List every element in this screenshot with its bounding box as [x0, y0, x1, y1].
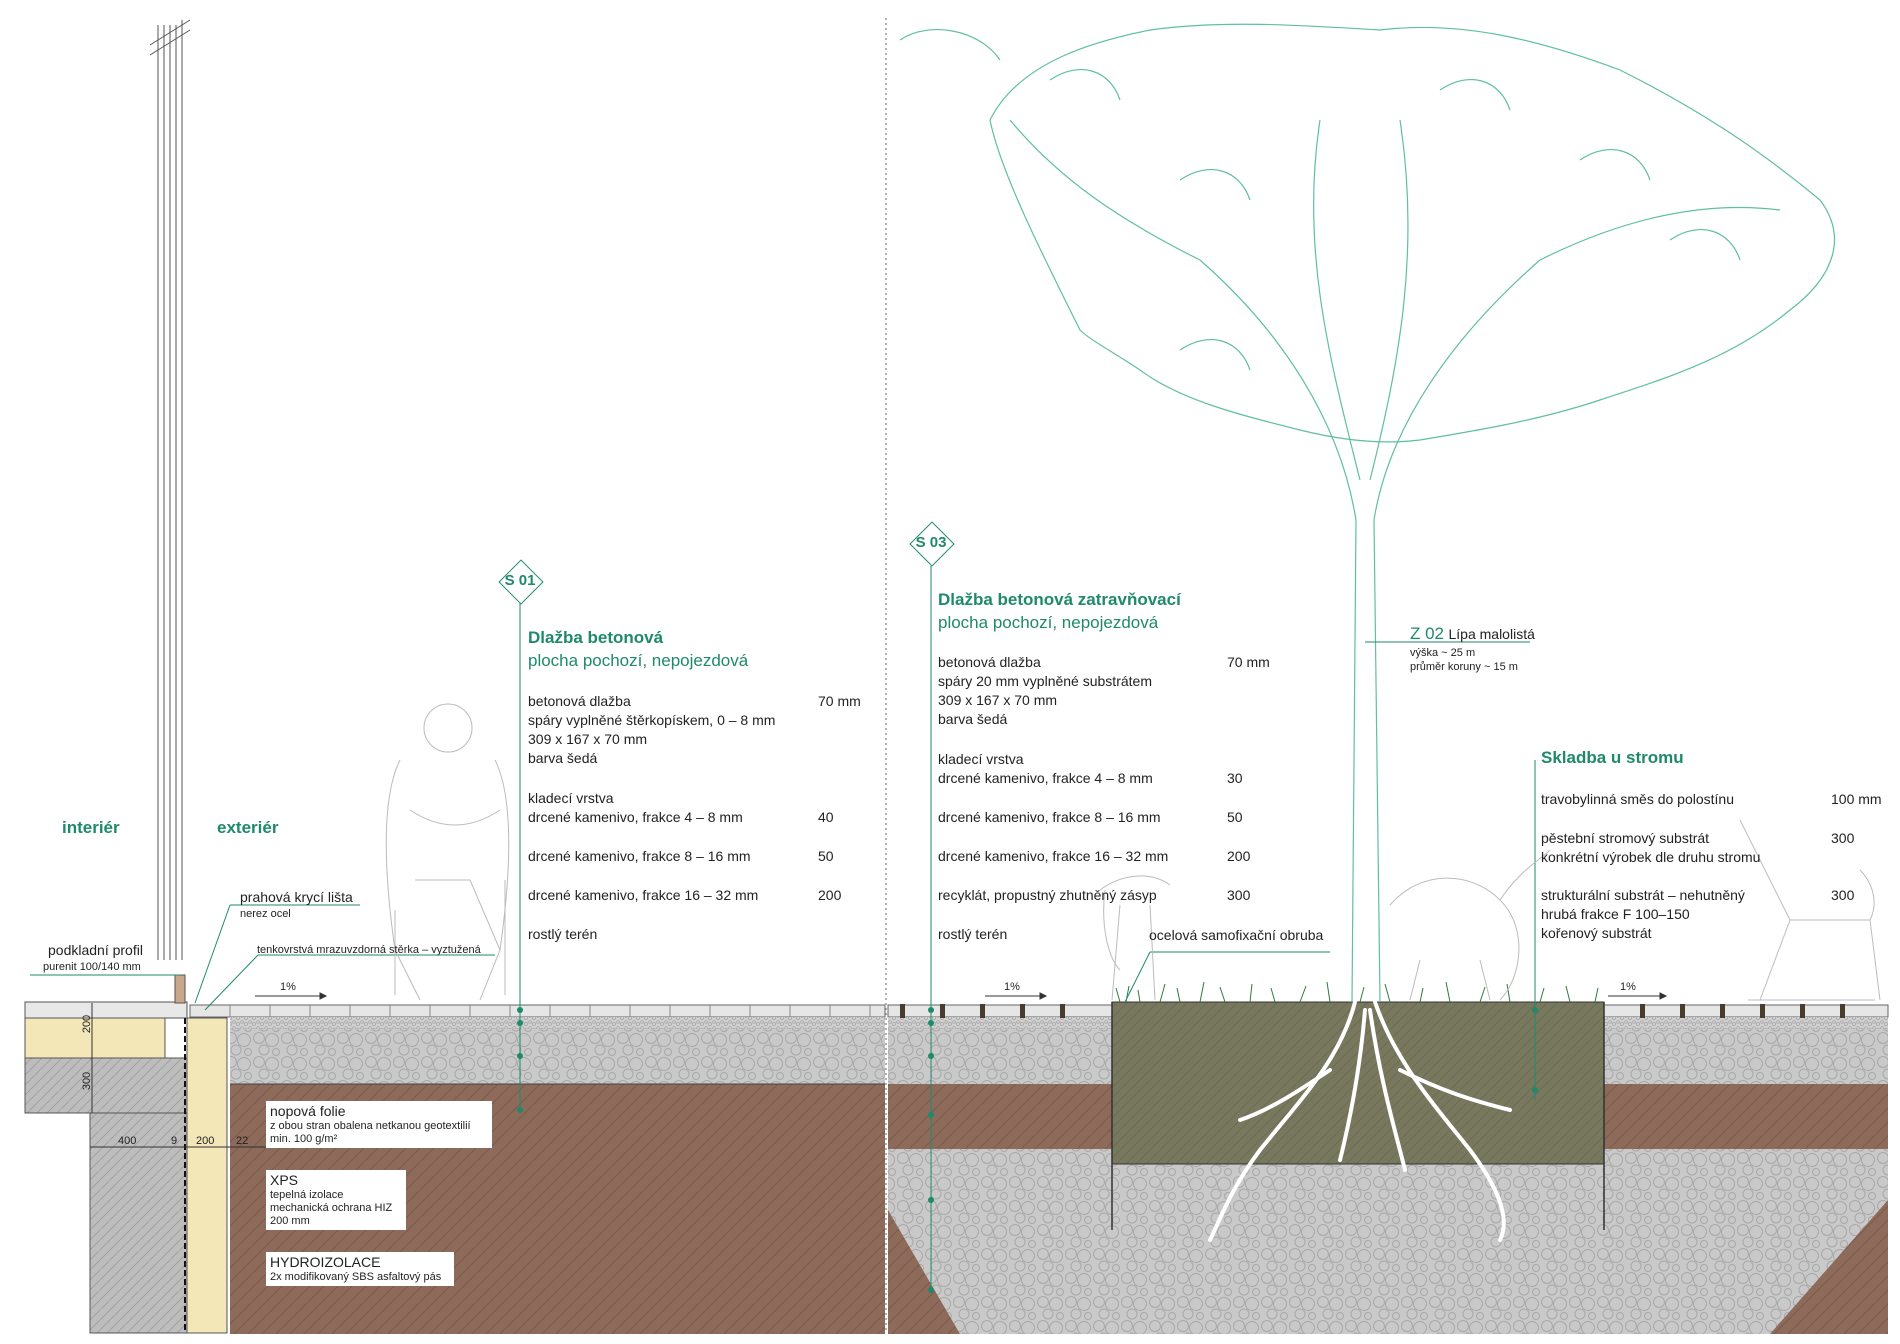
paving-s01 [189, 1004, 886, 1018]
dog-sketch-left [1099, 875, 1171, 1001]
zone-interior: interiér [62, 818, 120, 837]
s03-layer-4: drcené kamenivo, frakce 16 – 32 mm [938, 848, 1169, 864]
tag-s01: S 01 [498, 559, 544, 605]
s03-title: Dlažba betonová zatravňovací [938, 590, 1181, 609]
threshold-label: prahová krycí lišta [240, 889, 353, 905]
paving-joints [229, 1005, 871, 1017]
s03-value-5: 300 [1227, 887, 1251, 903]
foundation-slab [24, 1057, 188, 1114]
slope-label-2: 1% [1004, 981, 1020, 993]
s03-layer-5: recyklát, propustný zhutněný zásyp [938, 887, 1157, 903]
dim-v-200: 200 [81, 1014, 94, 1034]
slope-label-1: 1% [280, 981, 296, 993]
soil-wedge-right [1770, 1200, 1888, 1334]
s01-title: Dlažba betonová [528, 628, 664, 647]
base-profile-label: podkladní profil [48, 942, 143, 958]
s03-subtitle: plocha pochozí, nepojezdová [938, 613, 1159, 632]
tag-s03: S 03 [909, 521, 955, 567]
tree-build-value-2: 300 [1831, 830, 1855, 846]
zone-exterior: exteriér [217, 818, 279, 837]
tree-build-value-1: 100 mm [1831, 791, 1882, 807]
bench-sketch [1739, 819, 1881, 1001]
s03-layer-6: rostlý terén [938, 926, 1008, 942]
s03-value-4: 200 [1227, 848, 1251, 864]
curb-label: ocelová samofixační obruba [1149, 927, 1324, 943]
dim-v-300: 300 [81, 1071, 94, 1091]
grass-joints [900, 1004, 1845, 1018]
s03-value-1: 70 mm [1227, 654, 1270, 670]
dimension-lines [90, 1003, 275, 1148]
base-profile-sub: purenit 100/140 mm [43, 961, 141, 973]
base-profile [174, 974, 186, 1004]
s03-layer-3: drcené kamenivo, frakce 8 – 16 mm [938, 809, 1161, 825]
dim-h-9: 9 [171, 1135, 178, 1147]
structural-substrate [888, 1149, 1888, 1334]
dim-h-22: 22 [236, 1135, 249, 1147]
s01-layer-3: drcené kamenivo, frakce 8 – 16 mm [528, 848, 751, 864]
grass [1115, 981, 1599, 1003]
s03-value-2: 30 [1227, 770, 1243, 786]
tree-build-value-3: 300 [1831, 887, 1855, 903]
dim-h-200: 200 [196, 1135, 215, 1147]
dim-h-400: 400 [118, 1135, 137, 1147]
screed-label: tenkovrstvá mrazuvzdorná stěrka – vyztuž… [257, 944, 481, 956]
tree-pit-substrate [1111, 1001, 1605, 1165]
s01-layer-5: rostlý terén [528, 926, 598, 942]
s01-subtitle: plocha pochozí, nepojezdová [528, 651, 749, 670]
soil-wedge-left [888, 1210, 960, 1334]
xps-insulation [186, 1017, 228, 1334]
leader-dots [517, 1007, 1538, 1293]
bedding-s01 [230, 1017, 885, 1029]
tree-label: Z 02 Lípa malolistá [1410, 624, 1535, 643]
slope-arrows [255, 992, 1668, 1000]
people-sketch [385, 703, 510, 1001]
s03-value-3: 50 [1227, 809, 1243, 825]
s01-value-1: 70 mm [818, 693, 861, 709]
interior-insulation [24, 1017, 166, 1059]
s01-layer-4: drcené kamenivo, frakce 16 – 32 mm [528, 887, 759, 903]
tree-height: výška ~ 25 m [1410, 647, 1476, 659]
glazing-profile [149, 19, 191, 960]
dog-sketch-right [1389, 849, 1551, 1001]
tree-crown: průměr koruny ~ 15 m [1410, 661, 1518, 673]
s01-value-3: 50 [818, 848, 834, 864]
gravel-s01 [230, 1029, 885, 1084]
tree-roots [1208, 1000, 1512, 1242]
tree-build-layer-1: travobylinná směs do polostínu [1541, 791, 1734, 807]
interior-floor [24, 1001, 188, 1019]
tree-build-title: Skladba u stromu [1541, 748, 1684, 767]
s01-value-2: 40 [818, 809, 834, 825]
slope-label-3: 1% [1620, 981, 1636, 993]
s01-value-4: 200 [818, 887, 842, 903]
tree-illustration [899, 23, 1835, 1003]
threshold-sub: nerez ocel [240, 908, 291, 920]
